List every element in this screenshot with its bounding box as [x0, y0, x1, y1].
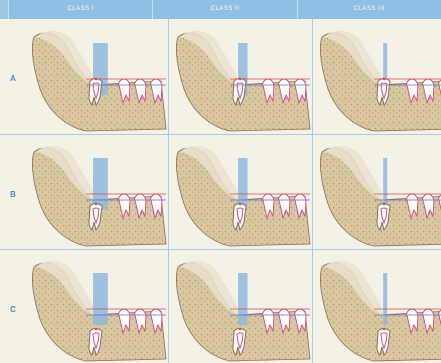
column-header-class-3: CLASS III: [297, 0, 441, 19]
impaction-diagram: [26, 249, 169, 363]
ramus-border-band: [93, 158, 108, 210]
row-label-a: A: [0, 74, 26, 83]
header-corner: [0, 0, 8, 19]
classification-grid: [26, 19, 441, 363]
impaction-diagram: [26, 19, 169, 133]
column-header-row: CLASS I CLASS II CLASS III: [0, 0, 441, 19]
column-header-class-2: CLASS II: [152, 0, 296, 19]
ramus-border-band: [93, 273, 108, 325]
ramus-border-band: [238, 158, 247, 210]
column-header-class-1: CLASS I: [8, 0, 152, 19]
impaction-diagram: [26, 134, 169, 248]
impaction-diagram: [170, 249, 313, 363]
ramus-border-band: [238, 273, 247, 325]
ramus-border-band: [383, 158, 387, 210]
impaction-diagram: [314, 134, 441, 248]
ramus-border-band: [383, 273, 387, 325]
impaction-diagram: [314, 249, 441, 363]
row-label-b: B: [0, 190, 26, 199]
impaction-diagram: [314, 19, 441, 133]
row-label-c: C: [0, 305, 26, 314]
impaction-diagram: [170, 19, 313, 133]
impaction-diagram: [170, 134, 313, 248]
